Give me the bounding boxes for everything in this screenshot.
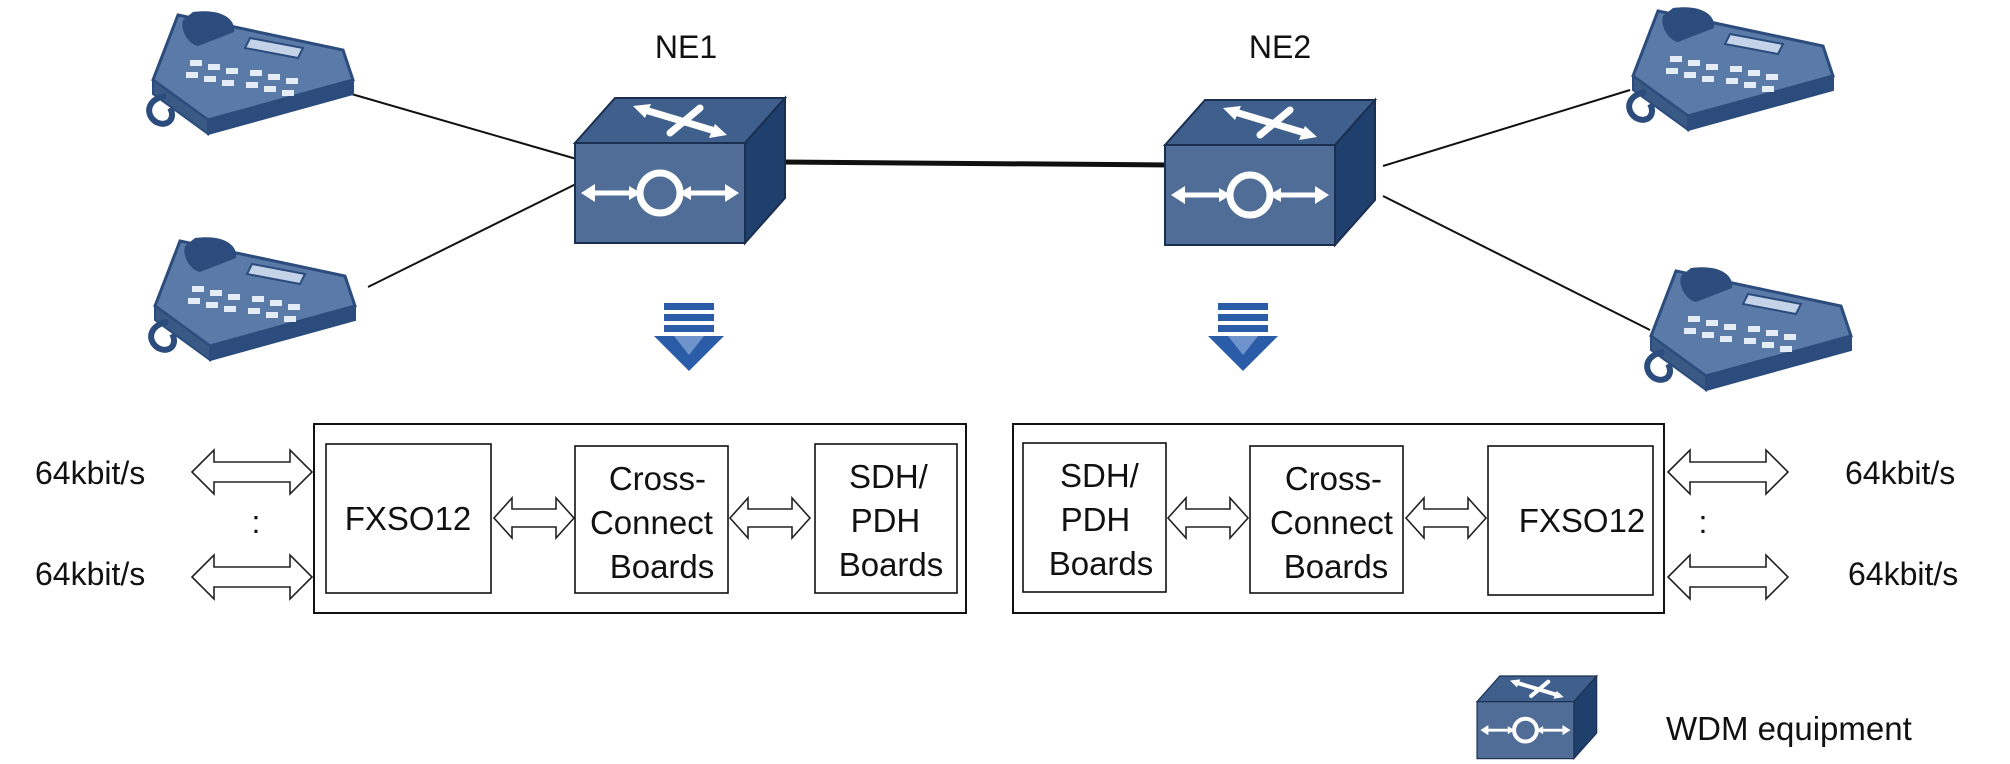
ne1-cross-connect-label: Cross- Connect Boards xyxy=(590,460,722,585)
telephone-icon xyxy=(1629,7,1833,130)
ne2-rate-top: 64kbit/s xyxy=(1845,455,1955,491)
down-arrow-icon xyxy=(1208,303,1278,371)
ne1-fxso-board xyxy=(325,443,492,594)
link-ne2-phone3 xyxy=(1382,89,1631,167)
ne2-label: NE2 xyxy=(1249,29,1311,65)
ne2-panel-frame xyxy=(1012,423,1665,614)
ne1-panel-frame xyxy=(313,423,967,614)
telephone-icon xyxy=(1647,267,1851,390)
telephone-icon xyxy=(149,11,353,134)
double-arrow-icon xyxy=(1167,497,1249,539)
wdm-device-icon xyxy=(575,98,785,243)
ne1-rate-top: 64kbit/s xyxy=(35,455,145,491)
double-arrow-icon xyxy=(729,497,811,539)
ne2-ellipsis: : xyxy=(1699,504,1708,540)
ne1-cross-connect-board xyxy=(574,445,729,594)
telephone-icon xyxy=(151,237,355,360)
trunk-ne1-ne2 xyxy=(781,159,1171,168)
legend-label: WDM equipment xyxy=(1666,710,1912,747)
ne2-cross-connect-label: Cross- Connect Boards xyxy=(1270,460,1402,585)
ne2-fxso-board xyxy=(1487,445,1654,596)
double-arrow-icon xyxy=(1405,497,1487,539)
ne1-rate-bottom: 64kbit/s xyxy=(35,556,145,592)
double-arrow-icon xyxy=(1667,449,1789,495)
double-arrow-icon xyxy=(1667,554,1789,600)
ne1-fxso-label: FXSO12 xyxy=(345,500,472,537)
connection-lines xyxy=(347,89,1651,331)
wdm-device-icon xyxy=(1165,100,1375,245)
ne2-fxso-label: FXSO12 xyxy=(1519,502,1646,539)
double-arrow-icon xyxy=(191,449,313,495)
ne1-label: NE1 xyxy=(655,29,717,65)
double-arrow-icon xyxy=(493,497,575,539)
wdm-device-icon xyxy=(1475,674,1599,761)
ne1-panel: 64kbit/s 64kbit/s : FXSO12 Cross- Connec… xyxy=(35,423,967,614)
legend: WDM equipment xyxy=(1475,674,1912,761)
ne1-sdh-pdh-label: SDH/ PDH Boards xyxy=(839,458,944,583)
ne1-sdh-pdh-board xyxy=(814,443,958,594)
double-arrow-icon xyxy=(191,554,313,600)
link-phone1-ne1 xyxy=(347,92,581,161)
ne2-cross-connect-board xyxy=(1249,445,1404,594)
down-arrow-icon xyxy=(654,303,724,371)
ne1-ellipsis: : xyxy=(252,504,261,540)
link-phone2-ne1 xyxy=(367,181,581,288)
link-ne2-phone4 xyxy=(1382,195,1651,331)
ne2-panel: SDH/ PDH Boards Cross- Connect Boards FX… xyxy=(1012,423,1958,614)
ne2-sdh-pdh-label: SDH/ PDH Boards xyxy=(1049,457,1154,582)
ne2-sdh-pdh-board xyxy=(1022,442,1167,593)
ne2-rate-bottom: 64kbit/s xyxy=(1848,556,1958,592)
